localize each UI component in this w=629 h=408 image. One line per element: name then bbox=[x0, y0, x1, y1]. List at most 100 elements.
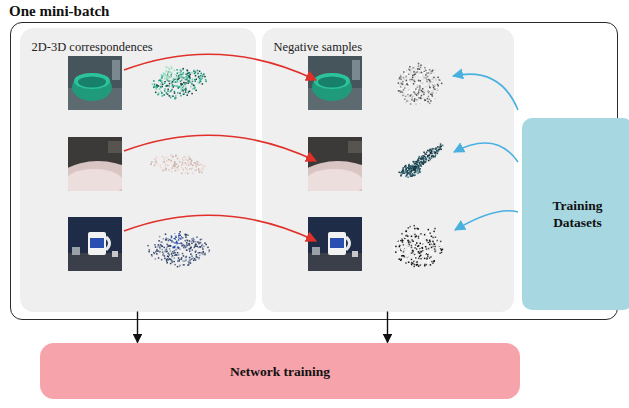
point-cloud-dot bbox=[202, 76, 204, 78]
point-cloud-dot bbox=[197, 171, 199, 173]
point-cloud-dot bbox=[164, 164, 166, 166]
point-cloud-dot bbox=[165, 70, 167, 72]
point-cloud-dot bbox=[439, 245, 441, 247]
point-cloud-dot bbox=[181, 89, 183, 91]
point-cloud-dot bbox=[166, 159, 168, 161]
point-cloud-dot bbox=[443, 250, 445, 252]
point-cloud-dot bbox=[423, 257, 425, 259]
point-cloud-dot bbox=[411, 252, 413, 254]
point-cloud-dot bbox=[413, 167, 415, 169]
disc-photo bbox=[52, 137, 144, 217]
point-cloud-dot bbox=[175, 246, 177, 248]
point-cloud-dot bbox=[180, 72, 182, 74]
point-cloud-dot bbox=[202, 166, 204, 168]
point-cloud-dot bbox=[436, 89, 438, 91]
point-cloud-dot bbox=[171, 78, 173, 80]
point-cloud-dot bbox=[165, 168, 167, 170]
point-cloud-dot bbox=[406, 256, 408, 258]
point-cloud-dot bbox=[439, 149, 441, 151]
point-cloud-dot bbox=[424, 156, 426, 158]
point-cloud-dot bbox=[188, 161, 190, 163]
point-cloud-dot bbox=[171, 89, 173, 91]
point-cloud-dot bbox=[408, 168, 410, 170]
point-cloud-dot bbox=[197, 163, 199, 165]
point-cloud-dot bbox=[432, 155, 434, 157]
point-cloud-dot bbox=[425, 252, 427, 254]
point-cloud-dot bbox=[405, 262, 407, 264]
point-cloud-dot bbox=[443, 247, 445, 249]
point-cloud-dot bbox=[170, 263, 172, 265]
point-cloud-dot bbox=[414, 255, 416, 257]
point-cloud-dot bbox=[415, 236, 417, 238]
point-cloud-dot bbox=[183, 247, 185, 249]
point-cloud-dot bbox=[171, 171, 173, 173]
point-cloud-dot bbox=[168, 71, 170, 73]
point-cloud-dot bbox=[418, 63, 420, 65]
point-cloud-dot bbox=[154, 84, 156, 86]
point-cloud-dot bbox=[419, 239, 421, 241]
point-cloud-dot bbox=[167, 76, 169, 78]
point-cloud-dot bbox=[402, 241, 404, 243]
point-cloud-dot bbox=[166, 160, 168, 162]
point-cloud-dot bbox=[430, 84, 432, 86]
point-cloud-dot bbox=[440, 241, 442, 243]
point-cloud-dot bbox=[424, 90, 426, 92]
point-cloud-dot bbox=[181, 257, 183, 259]
point-cloud-dot bbox=[410, 71, 412, 73]
process-box: Network training bbox=[40, 343, 520, 399]
point-cloud-dot bbox=[416, 164, 418, 166]
point-cloud-dot bbox=[436, 148, 438, 150]
point-cloud-dot bbox=[393, 246, 395, 248]
point-cloud-dot bbox=[402, 170, 404, 172]
point-cloud-dot bbox=[153, 87, 155, 89]
point-cloud-dot bbox=[178, 168, 180, 170]
point-cloud-dot bbox=[194, 79, 196, 81]
point-cloud-dot bbox=[186, 244, 188, 246]
point-cloud-dot bbox=[179, 235, 181, 237]
point-cloud-dot bbox=[173, 86, 175, 88]
point-cloud-dot bbox=[408, 245, 410, 247]
point-cloud-dot bbox=[170, 161, 172, 163]
point-cloud-dot bbox=[425, 86, 427, 88]
point-cloud-dot bbox=[175, 97, 177, 99]
point-cloud-dot bbox=[171, 241, 173, 243]
point-cloud-dot bbox=[158, 244, 160, 246]
point-cloud-dot bbox=[184, 82, 186, 84]
point-cloud-dot bbox=[177, 82, 179, 84]
point-cloud-dot bbox=[427, 256, 429, 257]
point-cloud-dot bbox=[414, 234, 416, 236]
flow-arrow bbox=[137, 312, 138, 343]
point-cloud-dot bbox=[175, 75, 177, 77]
point-cloud-dot bbox=[440, 149, 442, 151]
point-cloud-dot bbox=[437, 153, 439, 155]
point-cloud-dot bbox=[442, 246, 444, 248]
point-cloud-dot bbox=[176, 233, 178, 235]
point-cloud-dot bbox=[166, 92, 168, 94]
point-cloud-dot bbox=[419, 165, 421, 167]
point-cloud-dot bbox=[193, 85, 195, 87]
point-cloud-dot bbox=[401, 249, 403, 251]
point-cloud-dot bbox=[163, 74, 165, 76]
point-cloud-dot bbox=[406, 235, 408, 237]
point-cloud-dot bbox=[189, 257, 191, 259]
point-cloud-dot bbox=[162, 84, 164, 86]
point-cloud-dot bbox=[416, 94, 418, 96]
point-cloud-dot bbox=[416, 169, 418, 171]
point-cloud-dot bbox=[402, 172, 404, 174]
point-cloud-dot bbox=[438, 150, 440, 152]
point-cloud-dot bbox=[159, 236, 161, 238]
point-cloud-dot bbox=[416, 264, 418, 266]
point-cloud-dot bbox=[185, 79, 187, 81]
point-cloud-dot bbox=[181, 243, 183, 245]
point-cloud-dot bbox=[419, 171, 421, 173]
point-cloud-dot bbox=[200, 168, 202, 170]
point-cloud-dot bbox=[188, 243, 190, 245]
point-cloud-dot bbox=[192, 81, 194, 83]
point-cloud-dot bbox=[440, 145, 442, 147]
point-cloud-dot bbox=[419, 72, 421, 74]
point-cloud-dot bbox=[192, 78, 194, 80]
point-cloud-dot bbox=[176, 159, 178, 161]
point-cloud-dot bbox=[170, 74, 172, 76]
point-cloud-dot bbox=[405, 168, 407, 170]
point-cloud-dot bbox=[180, 69, 182, 71]
